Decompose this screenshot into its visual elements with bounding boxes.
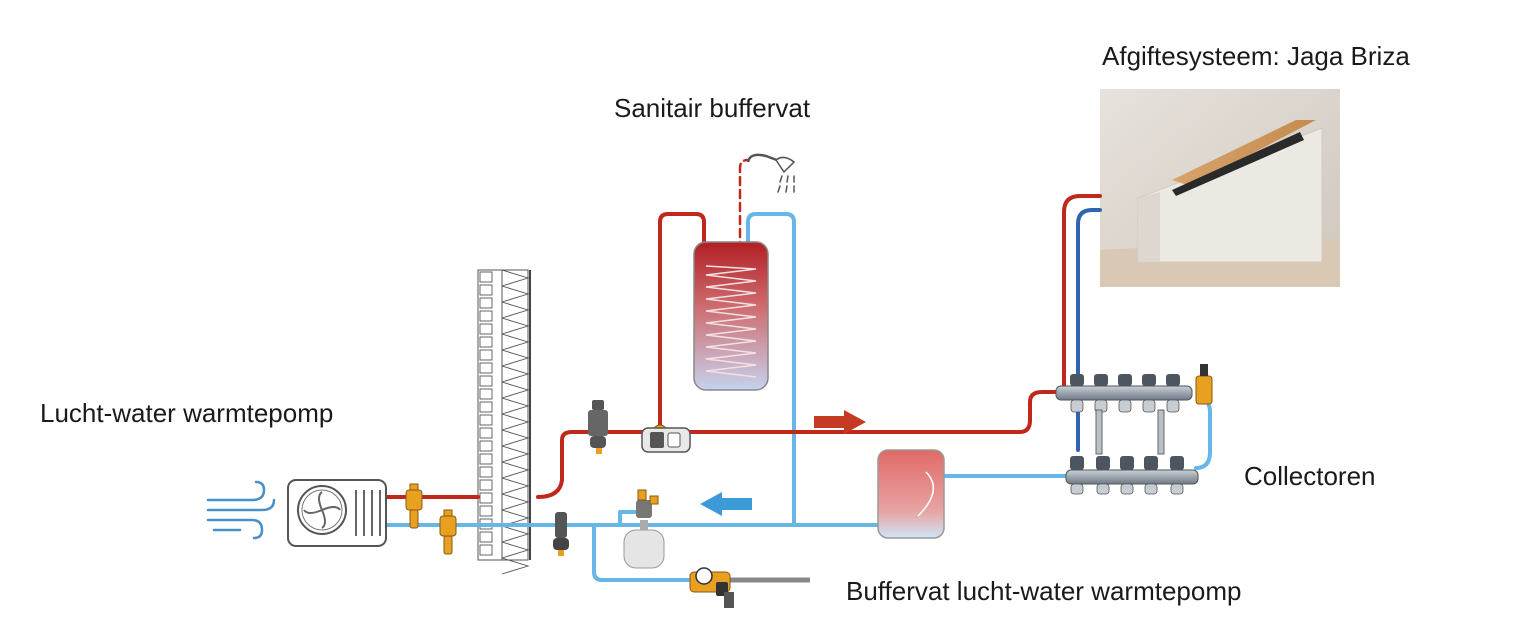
- exterior-wall: [477, 269, 531, 575]
- brick: [479, 440, 493, 452]
- brick: [479, 492, 493, 504]
- brick: [479, 336, 493, 348]
- brick: [479, 401, 493, 413]
- emitter-photo: [1100, 89, 1340, 287]
- label-emitter: Afgiftesysteem: Jaga Briza: [1102, 41, 1410, 71]
- circulation-pump-icon: [641, 424, 691, 453]
- brick: [479, 544, 493, 556]
- brick: [479, 531, 493, 543]
- brick: [479, 271, 493, 283]
- dhw-tank: [693, 241, 769, 391]
- flow-arrow-supply: [814, 410, 866, 434]
- brick: [479, 284, 493, 296]
- return-pipe-dhw: [746, 212, 796, 527]
- return-pipe-emitter: [1076, 208, 1102, 452]
- brick: [479, 479, 493, 491]
- brick: [479, 453, 493, 465]
- wind-icon: [206, 480, 276, 540]
- supply-pipe-dhw: [658, 212, 706, 434]
- brick: [479, 427, 493, 439]
- outdoor-unit-icon: [287, 479, 387, 547]
- brick: [479, 466, 493, 478]
- heating-buffer-tank: [877, 449, 945, 539]
- supply-pipe-hot-water: [738, 158, 750, 252]
- brick: [479, 297, 493, 309]
- isolation-valves: [405, 483, 457, 555]
- air-separator-icon: [588, 400, 608, 454]
- brick: [479, 505, 493, 517]
- supply-pipe-main: [536, 390, 1068, 499]
- label-manifold: Collectoren: [1244, 461, 1376, 491]
- shower-head-icon: [746, 153, 796, 193]
- label-buffer-tank: Buffervat lucht-water warmtepomp: [846, 576, 1242, 606]
- brick: [479, 375, 493, 387]
- label-dhw-tank: Sanitair buffervat: [614, 93, 811, 123]
- return-pipes: [381, 212, 1212, 582]
- return-pipe-manifold-loop: [1194, 396, 1212, 470]
- supply-pipes: [381, 158, 1102, 499]
- dirt-separator-icon: [553, 512, 569, 556]
- brick: [479, 414, 493, 426]
- brick: [479, 323, 493, 335]
- safety-group-icon: [689, 567, 810, 608]
- brick: [479, 310, 493, 322]
- brick: [479, 362, 493, 374]
- manifold: [1055, 364, 1213, 495]
- expansion-vessel-icon: [623, 489, 665, 569]
- flow-arrow-return: [700, 492, 752, 516]
- supply-pipe-emitter: [1062, 194, 1102, 390]
- return-pipe-expansion: [618, 510, 642, 527]
- return-pipe-bypass: [592, 523, 692, 582]
- brick: [479, 349, 493, 361]
- label-heat-pump: Lucht-water warmtepomp: [40, 398, 334, 428]
- brick: [479, 388, 493, 400]
